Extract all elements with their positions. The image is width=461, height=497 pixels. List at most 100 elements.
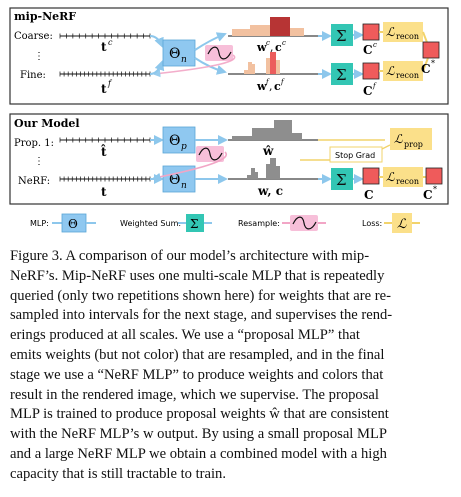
- svg-text:c: c: [373, 41, 377, 49]
- svg-text:Θ: Θ: [169, 133, 180, 149]
- mipnerf-panel: [9, 7, 449, 105]
- coarse-t: t c: [101, 38, 113, 54]
- svg-text:Loss:: Loss:: [362, 219, 382, 228]
- legend-loss-icon: ℒ: [392, 213, 412, 233]
- svg-text:recon: recon: [396, 177, 419, 186]
- svg-text:C: C: [363, 43, 373, 57]
- fine-row-label: Fine:: [20, 70, 46, 81]
- caption-line: Figure 3. A comparison of our model’s ar…: [10, 248, 370, 264]
- caption-line: NeRF’s. Mip-NeRF uses one multi-scale ML…: [10, 267, 385, 284]
- our-model-panel: [9, 113, 449, 205]
- svg-text:*: *: [431, 59, 435, 68]
- resample-icon: [205, 45, 233, 61]
- svg-text:t: t: [101, 82, 107, 96]
- mipnerf-title: mip-NeRF: [14, 10, 76, 23]
- legend-sum-icon: Σ: [186, 214, 204, 232]
- nerf-mlp-icon: Θ n: [162, 165, 196, 193]
- w-c-label: w, c: [257, 184, 283, 198]
- nerf-color-icon: C: [362, 167, 380, 202]
- proposal-histogram: [232, 120, 302, 140]
- svg-text:ℒ: ℒ: [386, 25, 395, 39]
- legend-mlp-icon: Θ: [61, 213, 87, 233]
- nerf-ray-ticks: [59, 176, 151, 182]
- svg-text:c: c: [108, 38, 113, 47]
- svg-text:,: ,: [269, 80, 273, 93]
- svg-text:ℒ: ℒ: [394, 132, 403, 146]
- svg-text:prop: prop: [404, 140, 423, 149]
- fine-histogram: [244, 52, 280, 74]
- svg-text:n: n: [181, 55, 187, 65]
- svg-text:Resample:: Resample:: [238, 219, 280, 228]
- svg-text:Σ: Σ: [336, 27, 347, 45]
- coarse-color-icon: C c: [362, 23, 380, 57]
- caption-line: stage we use a “NeRF MLP” to produce wei…: [10, 366, 384, 383]
- our-model-title: Our Model: [14, 117, 80, 130]
- prop-loss-box: ℒ prop: [390, 128, 432, 150]
- caption-line: result in the rendered image, which we s…: [10, 386, 379, 403]
- caption-line: MLP is trained to produce proposal weigh…: [10, 406, 389, 423]
- nerf-histogram: [247, 158, 280, 179]
- svg-text:t: t: [101, 40, 107, 54]
- bottom-resample-icon: [196, 146, 224, 162]
- bottom-vdots: ⋮: [34, 156, 44, 167]
- svg-text:C: C: [363, 84, 373, 98]
- recon-loss-box: ℒ recon: [383, 167, 423, 187]
- svg-text:w: w: [256, 41, 267, 54]
- caption-line: and a large NeRF MLP we obtain a combine…: [10, 445, 387, 462]
- nerf-t: t: [101, 185, 107, 199]
- nerf-row-label: NeRF:: [18, 176, 50, 187]
- svg-text:MLP:: MLP:: [30, 219, 49, 228]
- caption-line: sampled into intervals for the next stag…: [10, 307, 393, 324]
- prop-ray-ticks: [59, 137, 151, 143]
- caption-line: queried (only two repetitions shown here…: [10, 287, 391, 304]
- svg-text:C: C: [423, 188, 433, 202]
- figure-caption: Figure 3. A comparison of our model’s ar…: [10, 247, 448, 485]
- svg-text:C: C: [364, 188, 374, 202]
- svg-text:p: p: [181, 142, 187, 152]
- svg-text:f: f: [372, 82, 377, 90]
- svg-text:Θ: Θ: [68, 217, 78, 231]
- coarse-w-c: w c , c c: [256, 39, 286, 54]
- legend: MLP: Θ Weighted Sum: Σ Resample: Loss: ℒ: [30, 213, 420, 233]
- svg-text:C: C: [421, 62, 431, 76]
- gt-color-icon: C *: [421, 41, 440, 76]
- sum-coarse-icon: Σ: [331, 24, 353, 46]
- svg-text:recon: recon: [396, 71, 419, 80]
- caption-line: erings produced at all scales. We use a …: [10, 327, 360, 344]
- coarse-loss-box: ℒ recon: [383, 22, 423, 42]
- top-vdots: ⋮: [34, 51, 44, 62]
- svg-text:,: ,: [270, 41, 274, 54]
- caption-line: emits weights (but not color) that are r…: [10, 346, 385, 363]
- svg-text:Stop Grad: Stop Grad: [335, 151, 375, 160]
- stop-grad-box: Stop Grad: [329, 146, 383, 163]
- svg-text:recon: recon: [396, 32, 419, 41]
- coarse-row-label: Coarse:: [14, 31, 53, 42]
- coarse-ray-ticks: [59, 33, 151, 39]
- prop-t-hat: t̂: [100, 143, 107, 159]
- svg-text:ℒ: ℒ: [386, 170, 395, 184]
- mlp-theta-n-icon: Θ n: [162, 39, 196, 67]
- svg-text:ℒ: ℒ: [386, 64, 395, 78]
- sum-fine-icon: Σ: [331, 63, 353, 85]
- svg-text:f: f: [265, 78, 270, 86]
- svg-text:Σ: Σ: [336, 171, 347, 189]
- svg-text:f: f: [107, 79, 113, 88]
- svg-text:*: *: [433, 185, 437, 194]
- svg-text:Σ: Σ: [336, 66, 347, 84]
- svg-text:Θ: Θ: [169, 46, 180, 62]
- fine-w-c: w f , c f: [256, 78, 285, 93]
- svg-text:w: w: [256, 80, 267, 93]
- fine-t: t f: [101, 79, 113, 96]
- legend-resample-icon: [290, 215, 318, 231]
- svg-text:Θ: Θ: [169, 172, 180, 188]
- svg-text:Weighted Sum:: Weighted Sum:: [120, 219, 181, 228]
- prop1-row-label: Prop. 1:: [14, 138, 54, 149]
- bottom-gt-color-icon: C *: [423, 167, 443, 202]
- caption-line: with the NeRF MLP’s w output. By using a…: [10, 426, 388, 443]
- fine-color-icon: C f: [362, 62, 380, 98]
- fine-loss-box: ℒ recon: [383, 61, 423, 81]
- svg-text:c: c: [275, 41, 282, 54]
- coarse-histogram: [232, 17, 304, 36]
- svg-text:n: n: [181, 181, 187, 191]
- proposal-mlp-icon: Θ p: [162, 126, 196, 154]
